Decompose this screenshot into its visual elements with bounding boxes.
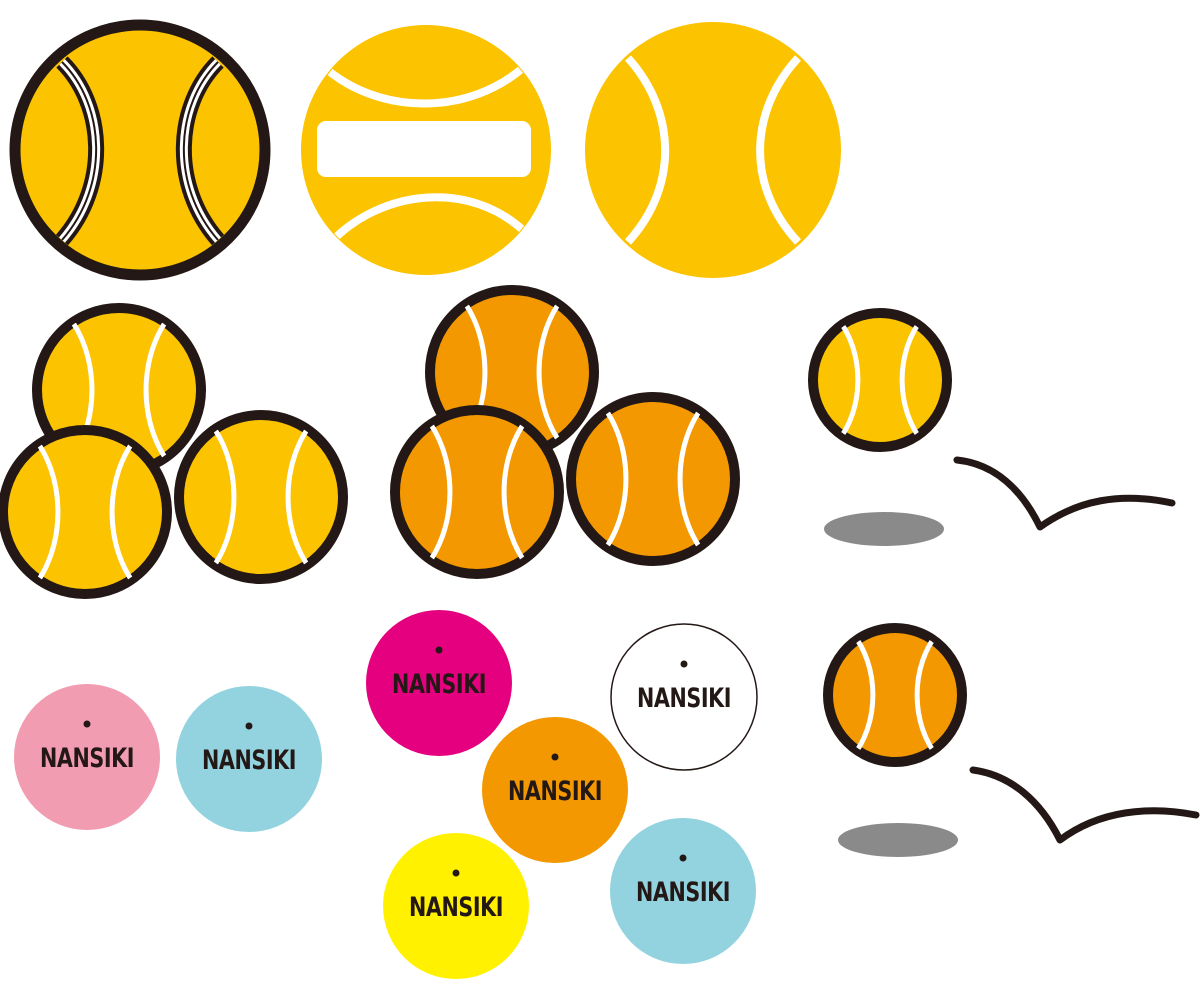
soft-ball-orange: NANSIKI — [482, 717, 628, 863]
ball-dot — [679, 854, 687, 862]
ball-dot — [680, 660, 688, 668]
soft-ball-bright-yellow: NANSIKI — [383, 833, 529, 979]
ball-brand-text: NANSIKI — [409, 892, 503, 923]
soft-ball-light-blue: NANSIKI — [610, 818, 756, 964]
tennis-ball-icon — [566, 392, 740, 566]
bounce-trail-line — [953, 456, 1176, 531]
ball-dot — [83, 720, 91, 728]
soft-balls-group: NANSIKI NANSIKI NANSIKI NANSIKI NANSIKI NANSI… — [14, 610, 758, 979]
yellow-bouncing-ball-icon — [808, 308, 1176, 546]
tennis-ball-icon — [0, 425, 172, 599]
bounce-trail-line — [969, 766, 1200, 844]
ball-dot — [452, 869, 460, 877]
tennis-ball-label-band-icon — [301, 25, 551, 275]
ball-shadow — [838, 823, 958, 857]
soft-ball-light-blue: NANSIKI — [176, 686, 322, 832]
tennis-ball-icon — [390, 405, 564, 579]
ball-brand-text: NANSIKI — [40, 743, 134, 774]
orange-bouncing-ball-icon — [823, 623, 1200, 857]
yellow-ball-stack-icon — [0, 303, 348, 599]
orange-ball-stack-icon — [390, 285, 740, 579]
soft-ball-white: NANSIKI — [610, 623, 758, 771]
ball-dot — [551, 753, 559, 761]
soft-ball-pink: NANSIKI — [14, 684, 160, 830]
ball-dot — [245, 722, 253, 730]
tennis-ball-icon — [808, 308, 952, 452]
ball-brand-text: NANSIKI — [202, 745, 296, 776]
ball-dot — [435, 646, 443, 654]
tennis-ball-icon — [174, 410, 348, 584]
ball-shadow — [824, 512, 944, 546]
ball-brand-text: NANSIKI — [636, 877, 730, 908]
tennis-ball-flat-icon — [585, 22, 841, 278]
ball-brand-text: NANSIKI — [637, 683, 731, 714]
ball-brand-text: NANSIKI — [508, 776, 602, 807]
ball-brand-text: NANSIKI — [392, 669, 486, 700]
label-band — [315, 119, 533, 179]
soft-ball-magenta: NANSIKI — [366, 610, 512, 756]
tennis-ball-icon — [823, 623, 967, 767]
tennis-ball-outlined-double-seam-icon — [9, 19, 271, 281]
